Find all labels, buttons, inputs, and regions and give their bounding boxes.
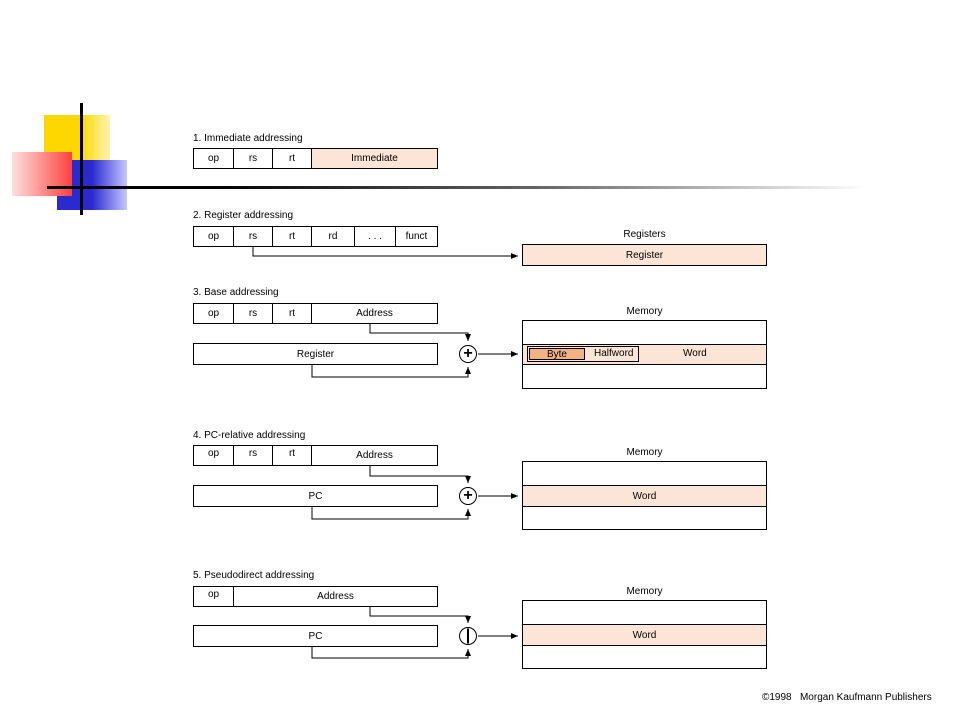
field-rt: rt [272, 445, 312, 466]
memory-title: Memory [626, 586, 663, 597]
register-box: Register [522, 244, 767, 266]
diagram-5-title: 5. Pseudodirect addressing [193, 570, 315, 581]
diagram-4-title: 4. PC-relative addressing [193, 430, 306, 441]
field-address: Address [311, 303, 438, 324]
concatenate-operator: | [459, 627, 477, 645]
wire-address-to-adder [369, 324, 471, 341]
byte-label: Byte [546, 348, 567, 360]
wire-address-to-adder [369, 466, 471, 483]
field-rs: rs [233, 445, 273, 466]
diagram-2-title: 2. Register addressing [193, 210, 294, 221]
halfword-label: Halfword [594, 348, 634, 359]
deco-horizontal-line [47, 186, 867, 189]
adder-operator: + [459, 487, 477, 505]
field-address: Address [311, 445, 438, 466]
diagram-1-title: 1. Immediate addressing [193, 133, 303, 144]
registers-title: Registers [623, 229, 666, 240]
field-op: op [193, 303, 234, 324]
field-funct: funct [395, 226, 438, 247]
deco-red-square [12, 152, 72, 196]
publisher-name: Morgan Kaufmann Publishers [799, 692, 932, 703]
wire-rs-to-register [252, 247, 518, 259]
memory-block: Word [522, 600, 767, 669]
wire-pc-to-adder [311, 507, 471, 520]
adder-operator: + [459, 345, 477, 363]
copyright-footer: ©1998 Morgan Kaufmann Publishers [762, 692, 932, 703]
diagram-3-title: 3. Base addressing [193, 287, 279, 298]
field-rt: rt [272, 303, 312, 324]
pc-box: PC [193, 625, 438, 647]
field-op: op [193, 586, 234, 607]
field-rd: rd [311, 226, 355, 247]
memory-word-row: Word [523, 624, 766, 646]
field-address: Address [233, 586, 438, 607]
field-rt: rt [272, 148, 312, 169]
base-register-box: Register [193, 343, 438, 365]
memory-block: Word [522, 461, 767, 530]
field-rs: rs [233, 148, 273, 169]
memory-title: Memory [626, 306, 663, 317]
memory-title: Memory [626, 447, 663, 458]
field-op: op [193, 148, 234, 169]
copyright-year: 1998 [769, 692, 792, 703]
field-immediate: Immediate [311, 148, 438, 169]
copyright-symbol: © [762, 692, 770, 703]
memory-word-row: Word [523, 485, 766, 507]
memory-block: Word Halfword Byte [522, 320, 767, 389]
wire-address-to-concat [369, 607, 471, 623]
field-ellipsis: . . . [354, 226, 396, 247]
memory-word-cell: Word [683, 348, 707, 359]
field-op: op [193, 445, 234, 466]
field-rs: rs [233, 303, 273, 324]
byte-cell: Byte [529, 348, 585, 360]
wire-register-to-adder [311, 365, 471, 378]
pc-box: PC [193, 485, 438, 507]
field-rs: rs [233, 226, 273, 247]
deco-vertical-line [80, 103, 83, 215]
field-op: op [193, 226, 234, 247]
field-rt: rt [272, 226, 312, 247]
wire-pc-to-concat [311, 646, 471, 659]
